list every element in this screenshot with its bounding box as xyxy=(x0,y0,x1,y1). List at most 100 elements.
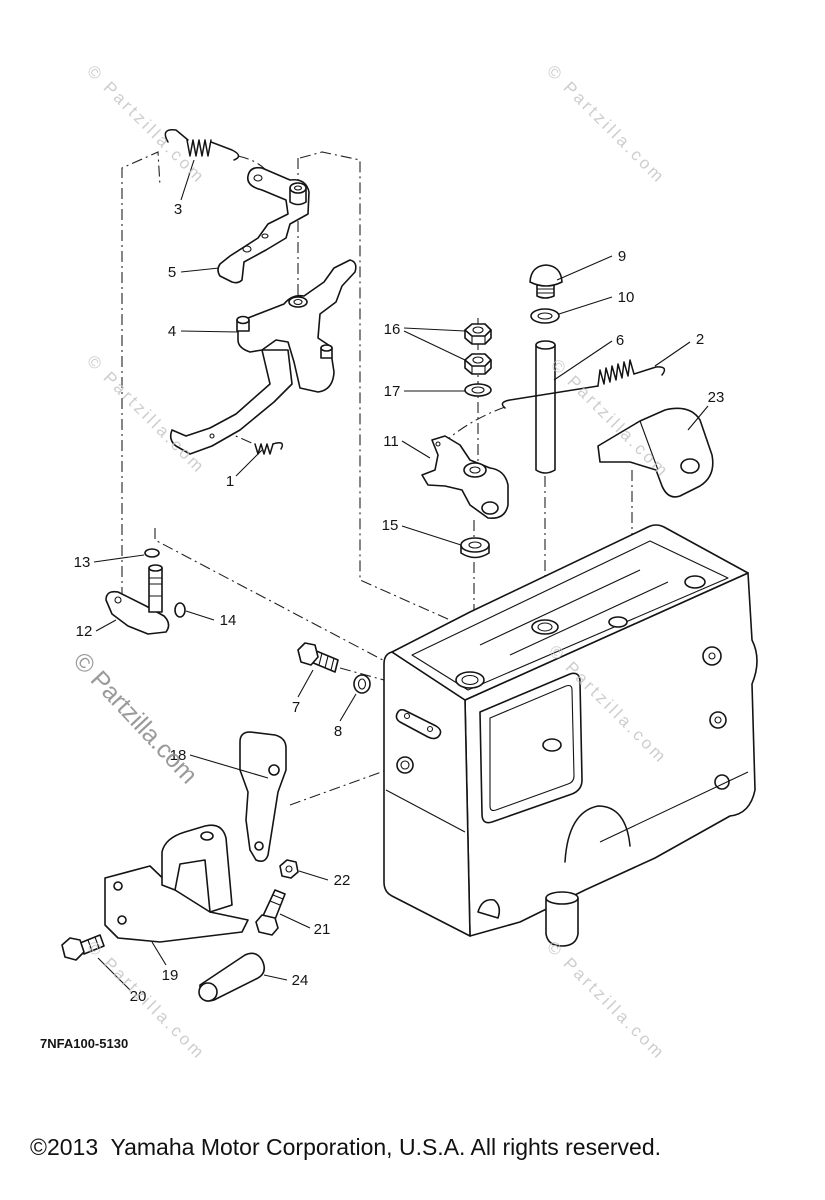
lever-body xyxy=(217,166,310,284)
housing-slot-pin xyxy=(403,712,411,720)
leader-4 xyxy=(180,330,239,333)
leader-8 xyxy=(339,693,357,722)
lever-hole xyxy=(469,466,481,474)
assembly-line-right xyxy=(299,151,469,629)
lever-hole xyxy=(261,233,269,239)
callout-12: 12 xyxy=(76,623,93,640)
leader-13 xyxy=(93,554,145,563)
part-17-washer xyxy=(464,383,492,397)
spring-coil xyxy=(186,139,212,157)
plate-hole xyxy=(254,841,264,851)
spring-hook xyxy=(501,385,599,409)
lever-hole xyxy=(293,185,303,191)
housing-hole xyxy=(684,575,706,589)
callout-20: 20 xyxy=(130,988,147,1005)
housing-side-hole-inner xyxy=(400,760,410,770)
lever-boss-top xyxy=(289,182,307,194)
housing-top-rim xyxy=(411,540,729,691)
callout-19: 19 xyxy=(162,967,179,984)
leader-24 xyxy=(263,974,288,981)
callout-13: 13 xyxy=(74,554,91,571)
housing-side-hole xyxy=(396,756,414,774)
leader-6 xyxy=(553,340,613,381)
leader-16 xyxy=(403,330,466,361)
parts-diagram: 3 5 4 1 9 10 16 6 2 23 17 11 15 13 14 12… xyxy=(40,61,758,1064)
callout-4: 4 xyxy=(168,323,176,340)
lever-boss xyxy=(288,296,308,308)
housing-hole-inner xyxy=(461,674,479,686)
leader-12 xyxy=(95,619,117,632)
o-ring xyxy=(144,548,160,558)
callout-14: 14 xyxy=(220,612,237,629)
lever-plate xyxy=(105,590,170,635)
drawing-code: 7NFA100-5130 xyxy=(40,1036,128,1051)
part-14-o-ring xyxy=(174,602,186,618)
callout-1: 1 xyxy=(226,473,234,490)
part-16-nut xyxy=(464,353,492,375)
spring-coil xyxy=(254,443,274,455)
lever-pin-top xyxy=(236,315,250,325)
plug-cap xyxy=(529,264,563,287)
housing-window xyxy=(479,672,583,824)
housing-edge xyxy=(599,771,749,843)
callout-11: 11 xyxy=(383,433,399,450)
part-13-o-ring xyxy=(144,548,160,558)
lever-hole xyxy=(481,501,499,515)
plug-thread xyxy=(537,288,554,294)
housing-top-rib xyxy=(479,569,641,646)
spring-hook xyxy=(210,141,240,161)
housing-hole xyxy=(531,619,559,635)
callout-3: 3 xyxy=(174,201,182,218)
leader-22 xyxy=(298,870,329,881)
callout-6: 6 xyxy=(616,332,624,349)
callout-17: 17 xyxy=(384,383,401,400)
bushing-top xyxy=(460,537,490,553)
shaft-groove xyxy=(149,577,162,597)
plate-hole xyxy=(268,764,280,776)
part-16-nut xyxy=(464,323,492,345)
cover-hole xyxy=(680,458,700,474)
housing-top-face xyxy=(391,524,749,701)
lever-arm xyxy=(169,349,293,455)
spring-hook xyxy=(633,366,666,376)
callout-7: 7 xyxy=(292,699,300,716)
assembly-line-part-13 xyxy=(154,528,399,669)
part-6-shaft xyxy=(535,340,556,474)
leader-20 xyxy=(97,957,131,991)
o-ring xyxy=(174,602,186,618)
part-20-bolt xyxy=(61,934,105,961)
leader-5 xyxy=(180,267,220,273)
bolt-thread xyxy=(87,936,100,952)
housing-slot-pin xyxy=(426,725,434,733)
callout-5: 5 xyxy=(168,264,176,281)
housing-window-boss xyxy=(542,738,562,752)
callout-15: 15 xyxy=(382,517,399,534)
bracket-hole xyxy=(117,915,127,925)
assembly-line-left xyxy=(121,151,161,598)
copyright-notice: ©2013 Yamaha Motor Corporation, U.S.A. A… xyxy=(30,1134,662,1160)
housing-hole xyxy=(455,671,485,689)
bolt-head xyxy=(297,642,319,666)
lever-hole xyxy=(114,596,122,604)
nut-edge xyxy=(471,336,486,344)
part-7-bolt xyxy=(297,642,339,673)
plug-stem xyxy=(536,283,555,299)
spring-hook xyxy=(272,442,284,450)
part-22-nut xyxy=(279,859,299,879)
bolt-thread xyxy=(318,652,335,671)
washer-outer xyxy=(530,308,560,324)
watermark: © Partzilla.com xyxy=(543,61,669,187)
lever-boss xyxy=(463,462,487,478)
leader-lines xyxy=(93,159,709,991)
lever-pin-top xyxy=(320,344,333,352)
bracket-hole xyxy=(200,831,214,841)
leader-23 xyxy=(687,405,709,431)
lever-hole xyxy=(242,245,252,253)
part-12-lever-shaft xyxy=(105,564,170,635)
nut-hole xyxy=(285,865,293,873)
part-11-lever xyxy=(421,435,509,520)
housing-top-rib xyxy=(509,581,669,656)
nut-edge xyxy=(471,366,486,374)
part-5-lever xyxy=(217,166,310,284)
callout-8: 8 xyxy=(334,723,342,740)
